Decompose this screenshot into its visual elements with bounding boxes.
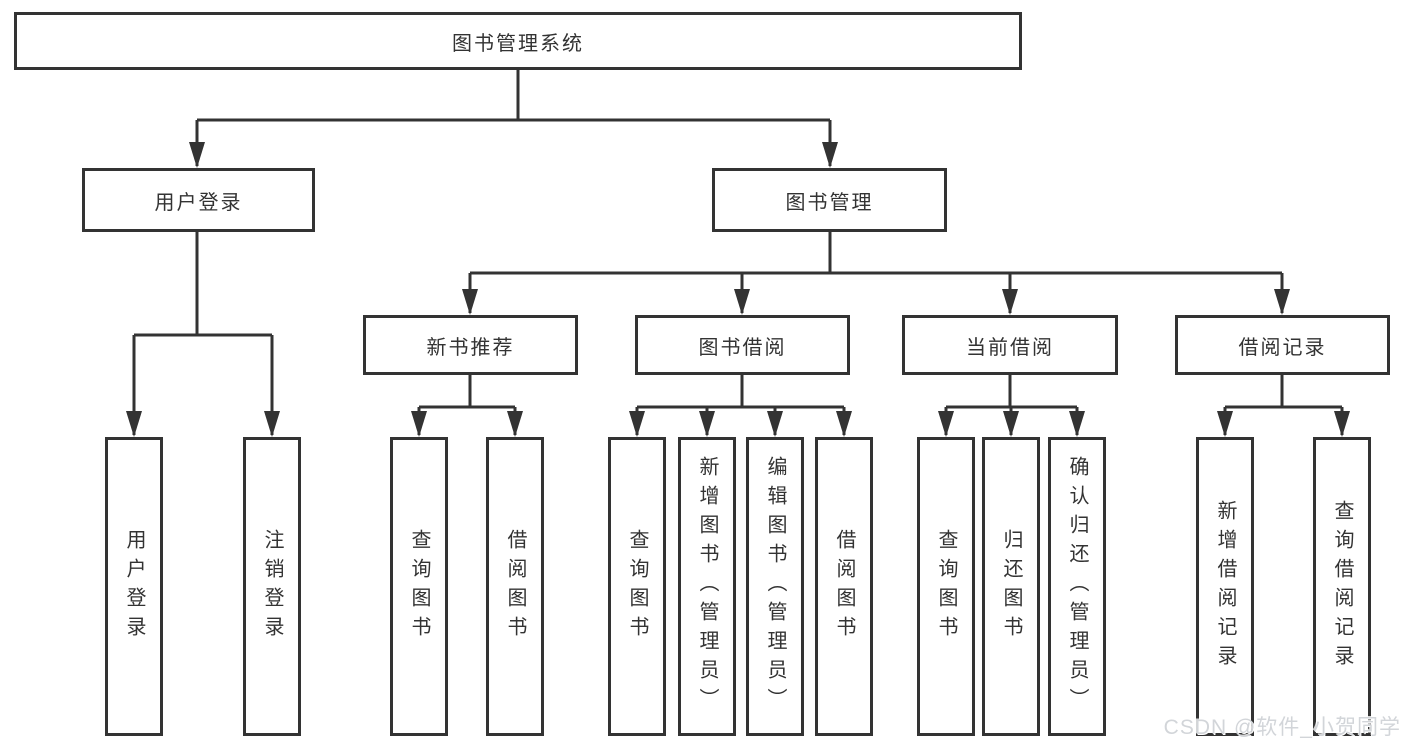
arrowhead-icon: [1217, 411, 1233, 437]
leaf-add-book-admin: 新增图书（管理员）: [678, 437, 736, 736]
leaf-borrow-books-recommend: 借阅图书: [486, 437, 544, 736]
arrowhead-icon: [767, 411, 783, 437]
node-label: 新书推荐: [426, 336, 515, 359]
arrowhead-icon: [734, 289, 750, 315]
leaf-label: 查询图书: [935, 528, 957, 645]
leaf-label: 新增图书（管理员）: [696, 456, 718, 717]
arrowhead-icon: [938, 411, 954, 437]
node-label: 当前借阅: [966, 336, 1054, 359]
node-label: 图书管理: [785, 191, 874, 214]
arrowhead-icon: [1334, 411, 1350, 437]
arrowhead-icon: [126, 411, 142, 437]
leaf-label: 借阅图书: [504, 528, 526, 645]
leaf-logout: 注销登录: [243, 437, 301, 736]
watermark: CSDN @软件_小贺同学: [1163, 716, 1401, 739]
arrowhead-icon: [822, 142, 838, 168]
node-label: 用户登录: [154, 191, 243, 214]
node-book-management: 图书管理: [712, 168, 947, 232]
arrowhead-icon: [189, 142, 205, 168]
leaf-label: 查询借阅记录: [1331, 499, 1353, 674]
leaf-user-login: 用户登录: [105, 437, 163, 736]
arrowhead-icon: [699, 411, 715, 437]
node-label: 借阅记录: [1238, 336, 1327, 359]
leaf-label: 查询图书: [408, 528, 430, 645]
leaf-search-borrow-record: 查询借阅记录: [1313, 437, 1371, 736]
arrowhead-icon: [1002, 289, 1018, 315]
node-borrowing-records: 借阅记录: [1175, 315, 1390, 375]
leaf-label: 查询图书: [626, 528, 648, 645]
leaf-confirm-return-admin: 确认归还（管理员）: [1048, 437, 1106, 736]
node-new-book-recommendation: 新书推荐: [363, 315, 578, 375]
arrowhead-icon: [507, 411, 523, 437]
leaf-label: 新增借阅记录: [1214, 499, 1236, 674]
arrowhead-icon: [1003, 411, 1019, 437]
leaf-label: 借阅图书: [833, 528, 855, 645]
leaf-search-books-recommend: 查询图书: [390, 437, 448, 736]
leaf-search-books-current: 查询图书: [917, 437, 975, 736]
leaf-label: 编辑图书（管理员）: [764, 456, 786, 717]
arrowhead-icon: [629, 411, 645, 437]
leaf-return-books: 归还图书: [982, 437, 1040, 736]
node-label: 图书借阅: [698, 336, 787, 359]
leaf-label: 归还图书: [1000, 528, 1022, 645]
leaf-borrow-books: 借阅图书: [815, 437, 873, 736]
leaf-search-books-borrowing: 查询图书: [608, 437, 666, 736]
arrowhead-icon: [462, 289, 478, 315]
arrowhead-icon: [1274, 289, 1290, 315]
arrowheads: [126, 142, 1350, 437]
arrowhead-icon: [264, 411, 280, 437]
arrowhead-icon: [836, 411, 852, 437]
node-label: 图书管理系统: [452, 32, 584, 55]
node-current-borrowing: 当前借阅: [902, 315, 1118, 375]
node-root-library-system: 图书管理系统: [14, 12, 1022, 70]
connector-path: [132, 70, 1344, 435]
arrowhead-icon: [1069, 411, 1085, 437]
leaf-label: 用户登录: [123, 528, 145, 645]
leaf-label: 确认归还（管理员）: [1066, 456, 1088, 717]
arrowhead-icon: [411, 411, 427, 437]
node-book-borrowing: 图书借阅: [635, 315, 850, 375]
leaf-add-borrow-record: 新增借阅记录: [1196, 437, 1254, 736]
node-user-login: 用户登录: [82, 168, 315, 232]
leaf-label: 注销登录: [261, 528, 283, 645]
leaf-edit-book-admin: 编辑图书（管理员）: [746, 437, 804, 736]
